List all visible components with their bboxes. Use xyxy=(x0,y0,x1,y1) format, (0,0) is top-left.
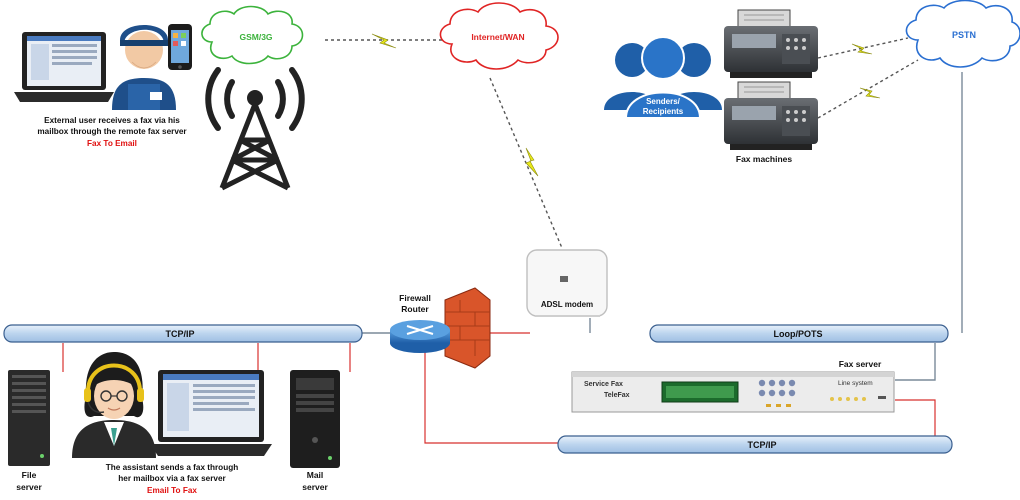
tcpip-bus-bottom: TCP/IP xyxy=(557,435,953,454)
file-server-icon xyxy=(8,370,50,466)
mobile-phone-icon xyxy=(168,24,192,70)
loop-pots-bus: Loop/POTS xyxy=(649,324,949,343)
tcpip-bus-left: TCP/IP xyxy=(3,324,363,343)
fax-machines-label: Fax machines xyxy=(736,154,792,164)
email-to-fax-label: Email To Fax xyxy=(147,486,197,495)
assistant-laptop xyxy=(150,370,272,456)
internet-cloud: Internet/WAN xyxy=(439,2,559,70)
faxserver-tcpip-link xyxy=(895,399,936,436)
external-user-caption-2: mailbox through the remote fax server xyxy=(37,127,187,136)
cell-tower-icon xyxy=(205,67,305,191)
adsl-modem-icon xyxy=(526,249,608,317)
loop-faxserver-link xyxy=(895,343,936,381)
assistant-caption-2: her mailbox via a fax server xyxy=(118,474,226,483)
router-icon xyxy=(390,320,450,353)
fax-to-email-label: Fax To Email xyxy=(87,139,137,148)
gsm-cloud-label: GSM/3G xyxy=(239,32,272,42)
router-tcpip-link xyxy=(424,348,558,444)
device-brand: Service Fax xyxy=(584,381,623,388)
technician-avatar xyxy=(112,25,176,110)
people-group-icon xyxy=(604,36,722,119)
adsl-modem-label: ADSL modem xyxy=(541,300,593,309)
senders-label-1: Senders/ xyxy=(646,97,681,106)
pstn-cloud-label: PSTN xyxy=(952,30,976,40)
firewall-label-1: Firewall xyxy=(399,293,431,303)
mail-server-icon xyxy=(290,370,340,468)
fax2-pstn-link xyxy=(817,59,919,119)
lightning-icon xyxy=(859,87,881,99)
firewall-icon xyxy=(444,287,491,369)
assistant-avatar xyxy=(72,352,156,458)
pstn-cloud: PSTN xyxy=(905,0,1020,68)
fax-machine-icon xyxy=(724,9,818,78)
internet-cloud-label: Internet/WAN xyxy=(471,32,524,42)
loop-pots-label: Loop/POTS xyxy=(774,329,823,339)
lightning-icon xyxy=(851,43,873,55)
lightning-icon xyxy=(525,147,539,177)
gsm-cloud: GSM/3G xyxy=(201,5,304,65)
mail-server-label-1: Mail xyxy=(307,470,324,480)
external-user-caption-1: External user receives a fax via his xyxy=(44,116,180,125)
assistant-caption-1: The assistant sends a fax through xyxy=(106,463,238,472)
firewall-label-2: Router xyxy=(401,304,429,314)
headset-mic-icon xyxy=(87,401,105,413)
laptop-keyboard xyxy=(14,92,114,102)
fax-machine-icon xyxy=(724,81,818,150)
tcpip-left-label: TCP/IP xyxy=(165,329,194,339)
fax-server-label: Fax server xyxy=(839,359,882,369)
file-server-label-2: server xyxy=(16,482,42,492)
lightning-icon xyxy=(371,33,397,49)
device-lines: Line system xyxy=(838,380,873,387)
senders-label-2: Recipients xyxy=(643,107,684,116)
device-model: TeleFax xyxy=(604,392,630,399)
remote-laptop xyxy=(14,32,114,102)
tcpip-bottom-label: TCP/IP xyxy=(747,440,776,450)
mail-server-label-2: server xyxy=(302,482,328,492)
wireless-lightning xyxy=(371,33,881,177)
fax-server-device xyxy=(571,371,895,413)
file-server-label-1: File xyxy=(22,470,37,480)
